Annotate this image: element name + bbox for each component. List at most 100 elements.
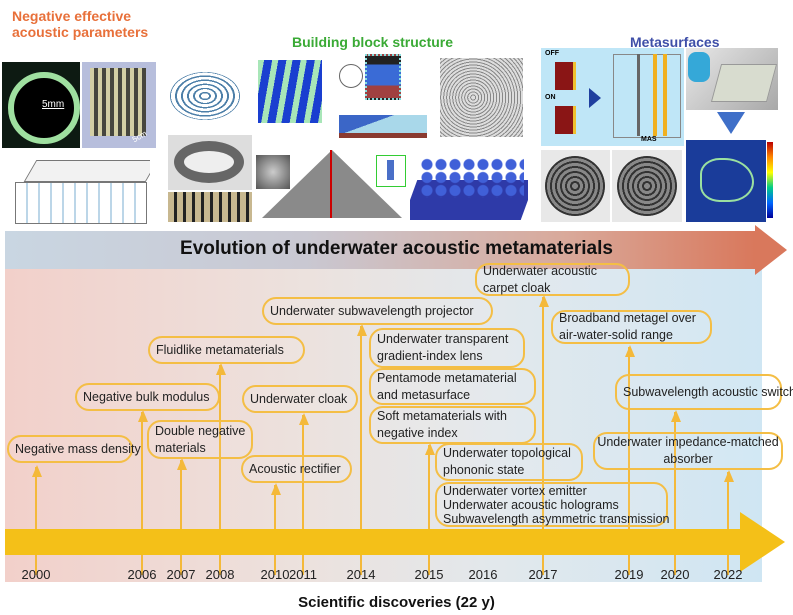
projector-diagram bbox=[335, 50, 430, 138]
arrow-up-icon bbox=[177, 458, 187, 470]
spiral-sample-photo-2 bbox=[612, 150, 682, 222]
header-negative-parameters: Negative effective acoustic parameters bbox=[12, 8, 148, 40]
year-label: 2010 bbox=[260, 567, 290, 582]
discovery-text: negative index bbox=[377, 426, 458, 440]
discovery-text: Underwater acoustic holograms bbox=[443, 497, 619, 512]
year-connector-line bbox=[542, 297, 544, 575]
discovery-text: Underwater topological bbox=[443, 446, 571, 460]
header-line: Negative effective bbox=[12, 8, 132, 24]
discovery-text: Underwater transparent bbox=[377, 332, 509, 346]
discovery-text: Negative mass density bbox=[15, 441, 141, 456]
year-connector-line bbox=[727, 472, 729, 575]
discovery-box: Underwater topological phononic state bbox=[435, 443, 583, 481]
discovery-box: Negative mass density bbox=[7, 435, 141, 463]
evolution-arrow-head bbox=[755, 225, 787, 275]
arrow-up-icon bbox=[357, 324, 367, 336]
evolution-title: Evolution of underwater acoustic metamat… bbox=[180, 238, 613, 259]
metasurface-switch-diagram: OFF ON MAS bbox=[541, 48, 684, 146]
arrow-up-icon bbox=[425, 443, 435, 455]
discovery-text: Underwater vortex emitter bbox=[443, 483, 587, 498]
scale-label: 5mm bbox=[42, 99, 65, 110]
discovery-text: Underwater subwavelength projector bbox=[270, 303, 474, 318]
year-label: 2016 bbox=[468, 567, 498, 582]
discovery-text: Negative bulk modulus bbox=[83, 389, 210, 404]
discovery-text: Underwater cloak bbox=[250, 391, 348, 406]
year-connector-line bbox=[628, 347, 630, 575]
year-connector-line bbox=[302, 415, 304, 575]
off-label: OFF bbox=[545, 50, 559, 57]
discovery-text: Acoustic rectifier bbox=[249, 461, 341, 476]
year-connector-line bbox=[180, 460, 182, 575]
strip-sample-photo bbox=[168, 192, 252, 222]
timeline-bar bbox=[5, 529, 743, 555]
mas-label: MAS bbox=[641, 136, 657, 143]
year-connector-line bbox=[674, 412, 676, 575]
year-connector-line bbox=[219, 365, 221, 575]
discovery-text: carpet cloak bbox=[483, 280, 551, 295]
year-label: 2019 bbox=[614, 567, 644, 582]
discovery-box: Fluidlike metamaterials bbox=[148, 336, 305, 364]
header-line: acoustic parameters bbox=[12, 24, 149, 40]
discovery-text: materials bbox=[155, 440, 206, 455]
green-ring-photo: 5mm bbox=[2, 62, 80, 148]
header-building-block: Building block structure bbox=[292, 34, 454, 50]
year-connector-line bbox=[360, 326, 362, 575]
discovery-text: Underwater acoustic bbox=[483, 263, 597, 278]
year-label: 2000 bbox=[21, 567, 51, 582]
discovery-text: Soft metamaterials with bbox=[377, 409, 507, 423]
discovery-text: Subwavelength acoustic switch bbox=[623, 384, 793, 399]
spiral-disk-image bbox=[168, 64, 242, 128]
discovery-text: Broadband metagel over bbox=[559, 311, 696, 325]
discovery-box: Double negative materials bbox=[147, 420, 253, 459]
arrow-up-icon bbox=[299, 413, 309, 425]
arrow-up-icon bbox=[671, 410, 681, 422]
discovery-text: and metasurface bbox=[377, 387, 471, 402]
year-label: 2015 bbox=[414, 567, 444, 582]
arrow-up-icon bbox=[216, 363, 226, 375]
year-label: 2020 bbox=[660, 567, 690, 582]
colorbar bbox=[767, 142, 773, 218]
discovery-text: Underwater impedance-matched bbox=[597, 435, 779, 449]
year-label: 2011 bbox=[289, 567, 317, 582]
arrow-up-icon bbox=[539, 295, 549, 307]
discovery-box: Underwater impedance-matched absorber bbox=[593, 432, 783, 470]
year-label: 2022 bbox=[713, 567, 743, 582]
evolution-arrow bbox=[5, 231, 755, 269]
discovery-text: Subwavelength asymmetric transmission bbox=[443, 511, 670, 526]
discovery-box: Underwater acoustic carpet cloak bbox=[475, 263, 630, 296]
arrow-up-icon bbox=[625, 345, 635, 357]
spiral-sample-photo-1 bbox=[541, 150, 610, 222]
year-label: 2017 bbox=[528, 567, 558, 582]
discovery-box: Acoustic rectifier bbox=[241, 455, 352, 483]
discovery-box: Subwavelength acoustic switch bbox=[615, 374, 793, 410]
year-label: 2006 bbox=[127, 567, 157, 582]
year-label: 2008 bbox=[205, 567, 235, 582]
arrow-up-icon bbox=[32, 465, 42, 477]
discovery-text: Fluidlike metamaterials bbox=[156, 342, 284, 357]
cube-photo: 5cm bbox=[82, 62, 156, 148]
on-label: ON bbox=[545, 94, 556, 101]
footer-label: Scientific discoveries (22 y) bbox=[298, 594, 495, 611]
discovery-box: Negative bulk modulus bbox=[75, 383, 220, 411]
hand-sample-photo bbox=[686, 48, 778, 110]
arrow-up-icon bbox=[138, 410, 148, 422]
timeline-arrow-head bbox=[740, 512, 785, 572]
arrow-up-icon bbox=[724, 470, 734, 482]
discovery-text: phononic state bbox=[443, 463, 525, 477]
year-connector-line bbox=[35, 467, 37, 575]
discovery-text: Double negative bbox=[155, 423, 246, 438]
year-label: 2014 bbox=[346, 567, 376, 582]
rail-resonator-drawing bbox=[10, 152, 150, 228]
year-label: 2007 bbox=[166, 567, 196, 582]
unit-cell-inset bbox=[376, 155, 406, 187]
discovery-text: absorber bbox=[663, 452, 713, 466]
pillar-array-model bbox=[410, 158, 528, 222]
arrow-up-icon bbox=[271, 483, 281, 495]
header-metasurfaces: Metasurfaces bbox=[630, 34, 720, 50]
year-connector-line bbox=[428, 445, 430, 575]
unit-cell-zoom-image bbox=[258, 60, 322, 123]
